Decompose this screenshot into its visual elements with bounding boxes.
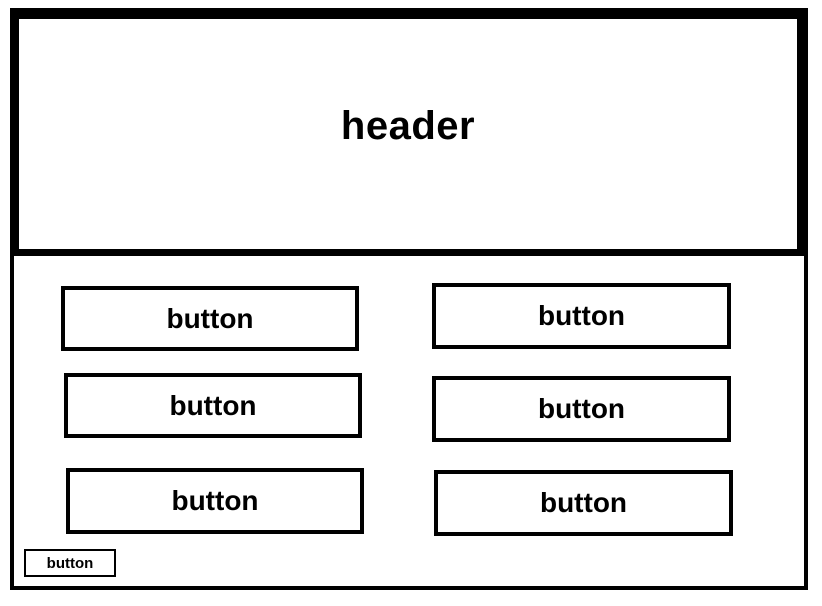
button-right-3[interactable]: button [434, 470, 733, 536]
header-title: header [340, 103, 476, 148]
header: header [12, 12, 804, 256]
button-right-1[interactable]: button [432, 283, 731, 349]
button-right-2[interactable]: button [432, 376, 731, 442]
button-left-2[interactable]: button [64, 373, 362, 438]
button-left-1[interactable]: button [61, 286, 359, 351]
small-button[interactable]: button [24, 549, 116, 577]
button-left-3[interactable]: button [66, 468, 364, 534]
